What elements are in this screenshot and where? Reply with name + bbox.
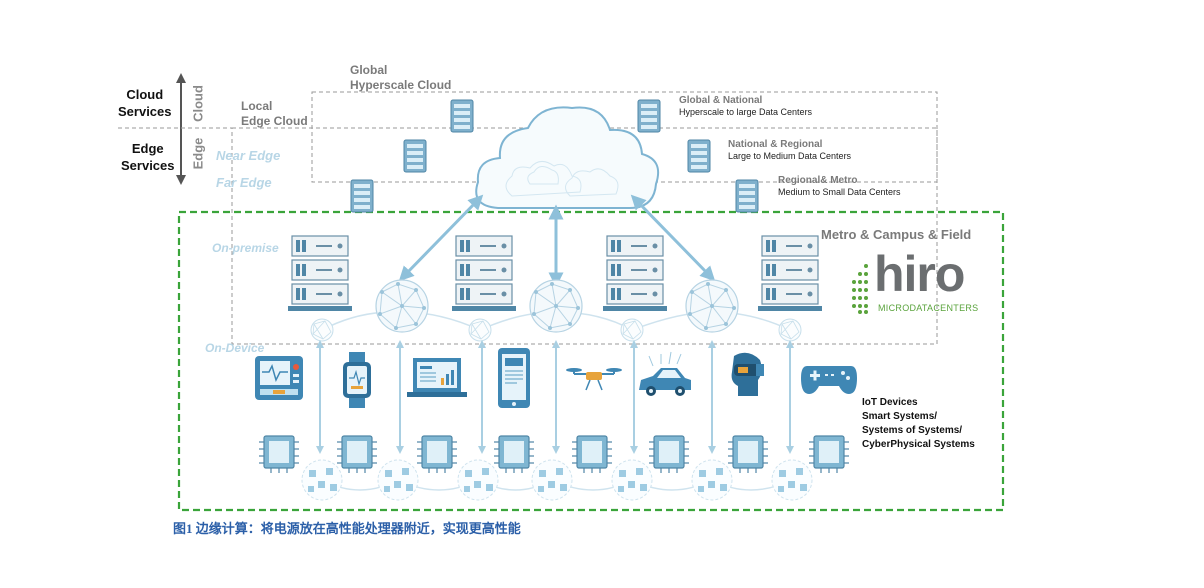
- dc-regional-subtitle: Medium to Small Data Centers: [778, 187, 901, 197]
- gamepad-icon: [801, 366, 857, 394]
- chip-icon: [727, 435, 769, 474]
- node-cluster-icon: [691, 459, 733, 501]
- edge-globes: [310, 279, 802, 342]
- laptop-icon: [407, 358, 467, 397]
- cloud-arrows: [398, 194, 716, 288]
- edge-services-label: Edge Services: [121, 141, 175, 173]
- chip-icon: [336, 435, 378, 474]
- on-premise-label: On-premise: [212, 241, 279, 255]
- near-edge-label: Near Edge: [216, 148, 281, 163]
- mesh-globe-icon: [685, 279, 739, 333]
- local-edge-cloud-label: Local Edge Cloud: [241, 99, 308, 128]
- drone-icon: [566, 368, 622, 391]
- smartwatch-icon: [343, 352, 371, 408]
- cloud-services-label: Cloud Services: [118, 87, 172, 119]
- on-device-label: On-Device: [205, 341, 265, 355]
- mesh-globe-icon: [375, 279, 429, 333]
- car-icon: [639, 351, 691, 396]
- tablet-icon: [498, 348, 530, 408]
- far-edge-label: Far Edge: [216, 175, 272, 190]
- hiro-logo-word: hiro: [874, 246, 965, 302]
- chip-icon: [493, 435, 535, 474]
- dc-regional-title: Regional& Metro: [778, 175, 858, 186]
- chip-icon: [416, 435, 458, 474]
- dc-global-title: Global & National: [679, 95, 763, 106]
- mini-globe-icon: [620, 318, 644, 342]
- data-center-icon: [735, 179, 759, 213]
- mesh-globe-icon: [529, 279, 583, 333]
- dc-national-title: National & Regional: [728, 139, 823, 150]
- node-cluster-icon: [457, 459, 499, 501]
- data-center-icon: [350, 179, 374, 213]
- node-cluster-icon: [771, 459, 813, 501]
- mini-globe-icon: [778, 318, 802, 342]
- hiro-logo-dots: [852, 264, 868, 314]
- node-cluster-icon: [531, 459, 573, 501]
- mini-globe-icon: [468, 318, 492, 342]
- medical-monitor-icon: [255, 356, 303, 400]
- server-rack-icon: [602, 235, 668, 312]
- node-cluster-icon: [301, 459, 343, 501]
- server-rack-icon: [757, 235, 823, 312]
- chip-icon: [571, 435, 613, 474]
- cloud-vertical-label: Cloud: [190, 85, 206, 122]
- metro-campus-field-label: Metro & Campus & Field: [821, 227, 972, 242]
- figure-caption: 图1 边缘计算：将电源放在高性能处理器附近，实现更高性能: [173, 521, 521, 536]
- vr-headset-icon: [731, 352, 764, 396]
- iot-devices-label: IoT Devices Smart Systems/ Systems of Sy…: [862, 397, 975, 450]
- data-center-icon: [687, 139, 711, 173]
- chip-icon: [808, 435, 850, 474]
- edge-vertical-label: Edge: [190, 137, 206, 170]
- hiro-logo-sub: MICRODATACENTERS: [878, 303, 979, 313]
- chip-icon: [648, 435, 690, 474]
- chip-icon: [258, 435, 300, 474]
- device-edge-arrows: [316, 340, 794, 454]
- node-cluster-icon: [377, 459, 419, 501]
- mini-globe-icon: [310, 318, 334, 342]
- dc-national-subtitle: Large to Medium Data Centers: [728, 151, 852, 161]
- dc-global-subtitle: Hyperscale to large Data Centers: [679, 107, 813, 117]
- global-hyperscale-label: Global Hyperscale Cloud: [350, 63, 452, 92]
- server-rack-icon: [451, 235, 517, 312]
- server-rack-icon: [287, 235, 353, 312]
- data-center-icon: [403, 139, 427, 173]
- node-cluster-icon: [611, 459, 653, 501]
- data-center-icon: [450, 99, 474, 133]
- data-center-icon: [637, 99, 661, 133]
- cloud-icon: [475, 106, 660, 209]
- hiro-green-region: [177, 210, 1005, 512]
